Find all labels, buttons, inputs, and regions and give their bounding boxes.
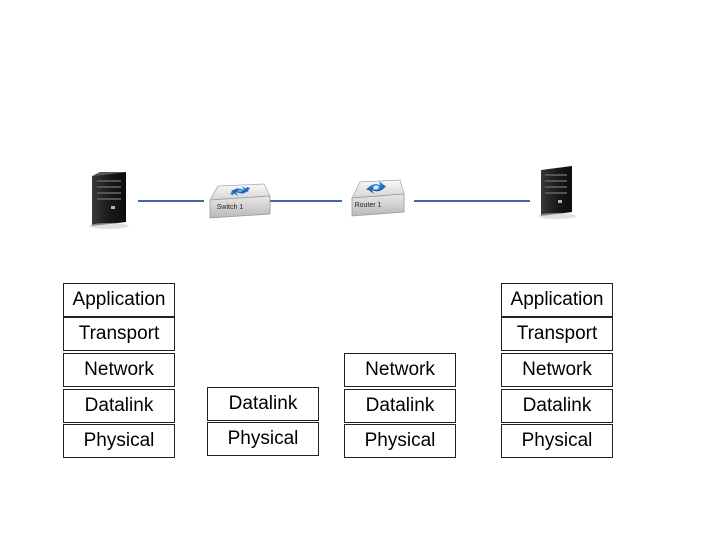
layer-datalink: Datalink <box>501 389 613 423</box>
layer-physical: Physical <box>63 424 175 458</box>
layer-transport: Transport <box>63 317 175 351</box>
layer-network: Network <box>63 353 175 387</box>
layer-physical: Physical <box>207 422 319 456</box>
layer-network: Network <box>344 353 456 387</box>
server-icon-left <box>89 172 129 229</box>
switch-icon: Switch 1 <box>209 183 271 219</box>
layer-network: Network <box>501 353 613 387</box>
layer-application: Application <box>501 283 613 317</box>
layer-physical: Physical <box>501 424 613 458</box>
switch-label: Switch 1 <box>217 204 244 211</box>
router-label: Router 1 <box>355 202 382 209</box>
server-icon-right <box>538 166 576 219</box>
network-topology: Switch 1 Router 1 <box>89 166 576 229</box>
router-icon: Router 1 <box>351 179 405 217</box>
layer-datalink: Datalink <box>63 389 175 423</box>
layer-physical: Physical <box>344 424 456 458</box>
layer-transport: Transport <box>501 317 613 351</box>
layer-datalink: Datalink <box>344 389 456 423</box>
layer-application: Application <box>63 283 175 317</box>
layer-datalink: Datalink <box>207 387 319 421</box>
